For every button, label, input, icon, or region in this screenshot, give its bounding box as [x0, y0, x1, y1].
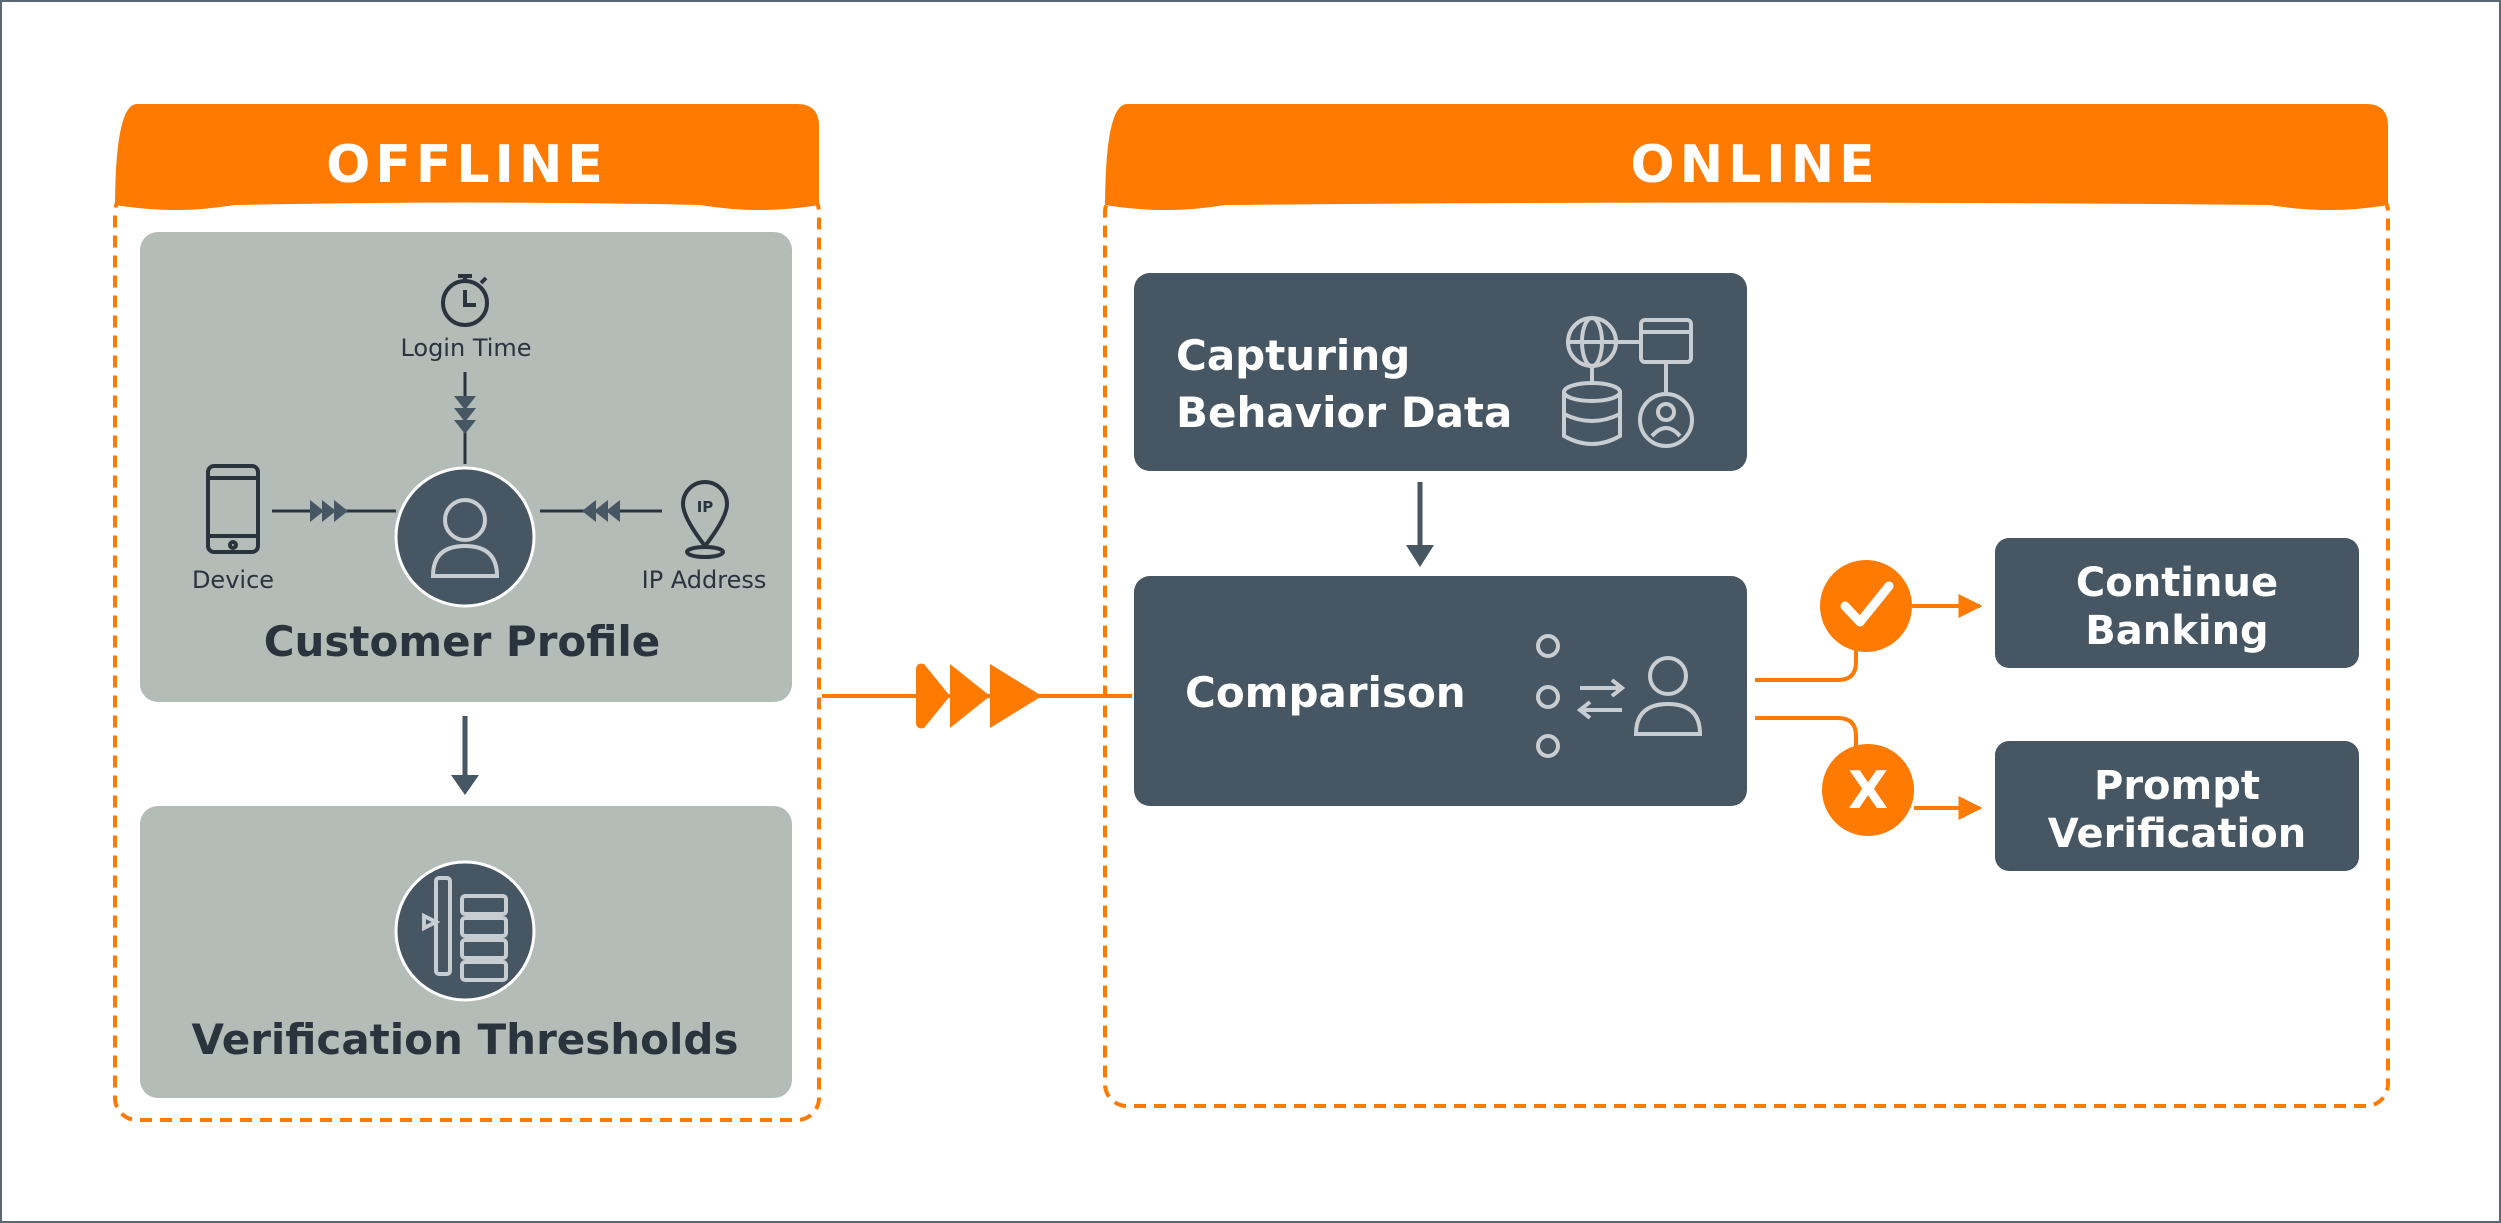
fast-forward-arrows-icon — [916, 663, 1042, 729]
ip-arrowheads-icon — [582, 500, 620, 522]
offline-header — [115, 104, 819, 210]
failure-badge — [1822, 744, 1914, 836]
failure-badge-label: X — [1848, 761, 1888, 821]
ip-badge-label: IP — [697, 498, 714, 516]
capturing-line1: Capturing — [1176, 331, 1410, 380]
down-arrowhead-icon — [451, 775, 479, 795]
comparison-title: Comparison — [1185, 668, 1466, 717]
data-network-icon — [1562, 316, 1694, 448]
online-header — [1105, 104, 2388, 210]
prompt-verification-line1: Prompt — [2094, 763, 2260, 809]
continue-banking-box — [1995, 538, 2359, 668]
login-time-label: Login Time — [400, 334, 531, 362]
stopwatch-icon — [441, 274, 489, 327]
continue-banking-line2: Banking — [2085, 608, 2268, 654]
online-section: ONLINE Capturing Behavior Data Compariso… — [1103, 104, 2390, 1108]
user-icon — [430, 498, 500, 578]
customer-avatar — [394, 466, 536, 608]
device-arrowheads-icon — [310, 500, 348, 522]
compare-profile-icon — [1536, 634, 1703, 758]
online-title: ONLINE — [1630, 135, 1879, 195]
success-branch-line — [1755, 644, 1858, 682]
login-arrowheads-icon — [454, 396, 476, 434]
success-badge — [1820, 560, 1912, 652]
continue-banking-line1: Continue — [2076, 560, 2278, 606]
prompt-verification-box — [1995, 741, 2359, 871]
verification-thresholds-title: Verification Thresholds — [192, 1015, 739, 1064]
down-arrowhead-icon-2 — [1406, 545, 1434, 567]
check-icon — [1840, 581, 1894, 627]
offline-section: OFFLINE Login Time Device — [113, 104, 821, 1122]
online-dashed-border — [1103, 188, 2390, 1108]
offline-title: OFFLINE — [326, 135, 608, 195]
smartphone-icon — [206, 464, 260, 554]
failure-branch-line — [1755, 716, 1858, 756]
ip-address-label: IP Address — [642, 566, 767, 594]
capturing-line2: Behavior Data — [1176, 388, 1512, 437]
threshold-settings-icon — [422, 876, 508, 982]
location-pin-icon — [680, 480, 730, 559]
device-label: Device — [192, 566, 274, 594]
customer-profile-title: Customer Profile — [264, 617, 661, 666]
offline-to-online-connector — [822, 663, 1132, 729]
comparison-box — [1134, 576, 1747, 806]
prompt-verification-line2: Verification — [2048, 811, 2306, 857]
